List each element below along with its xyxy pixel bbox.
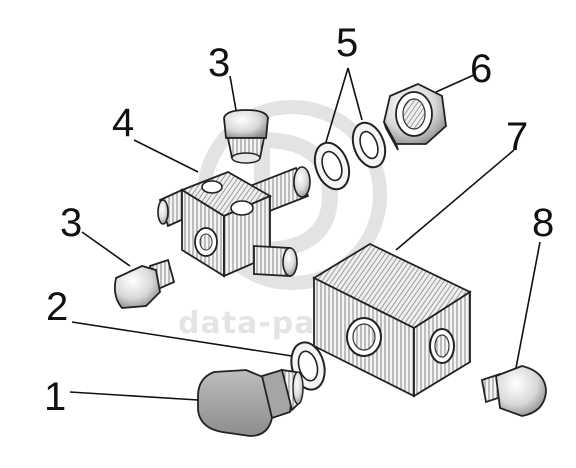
part-1-banjo-fitting [197, 368, 304, 437]
label-4: 4 [112, 101, 134, 145]
label-2: 2 [46, 285, 68, 329]
label-8: 8 [532, 201, 554, 245]
part-8-plug [480, 365, 547, 417]
label-5: 5 [336, 21, 358, 65]
label-3-left: 3 [60, 201, 82, 245]
part-7-block [312, 242, 472, 398]
leader-lines [69, 67, 541, 401]
label-6: 6 [470, 47, 492, 91]
part-3-plug-left [113, 258, 176, 309]
label-1: 1 [44, 375, 66, 419]
label-3-top: 3 [208, 41, 230, 85]
label-7: 7 [506, 115, 528, 159]
part-5-washers [313, 121, 387, 191]
part-4-cross-fitting [157, 166, 311, 278]
part-3-plug-top [223, 109, 269, 164]
part-6-hex-nut [383, 83, 447, 151]
part-2-washer [290, 341, 326, 391]
